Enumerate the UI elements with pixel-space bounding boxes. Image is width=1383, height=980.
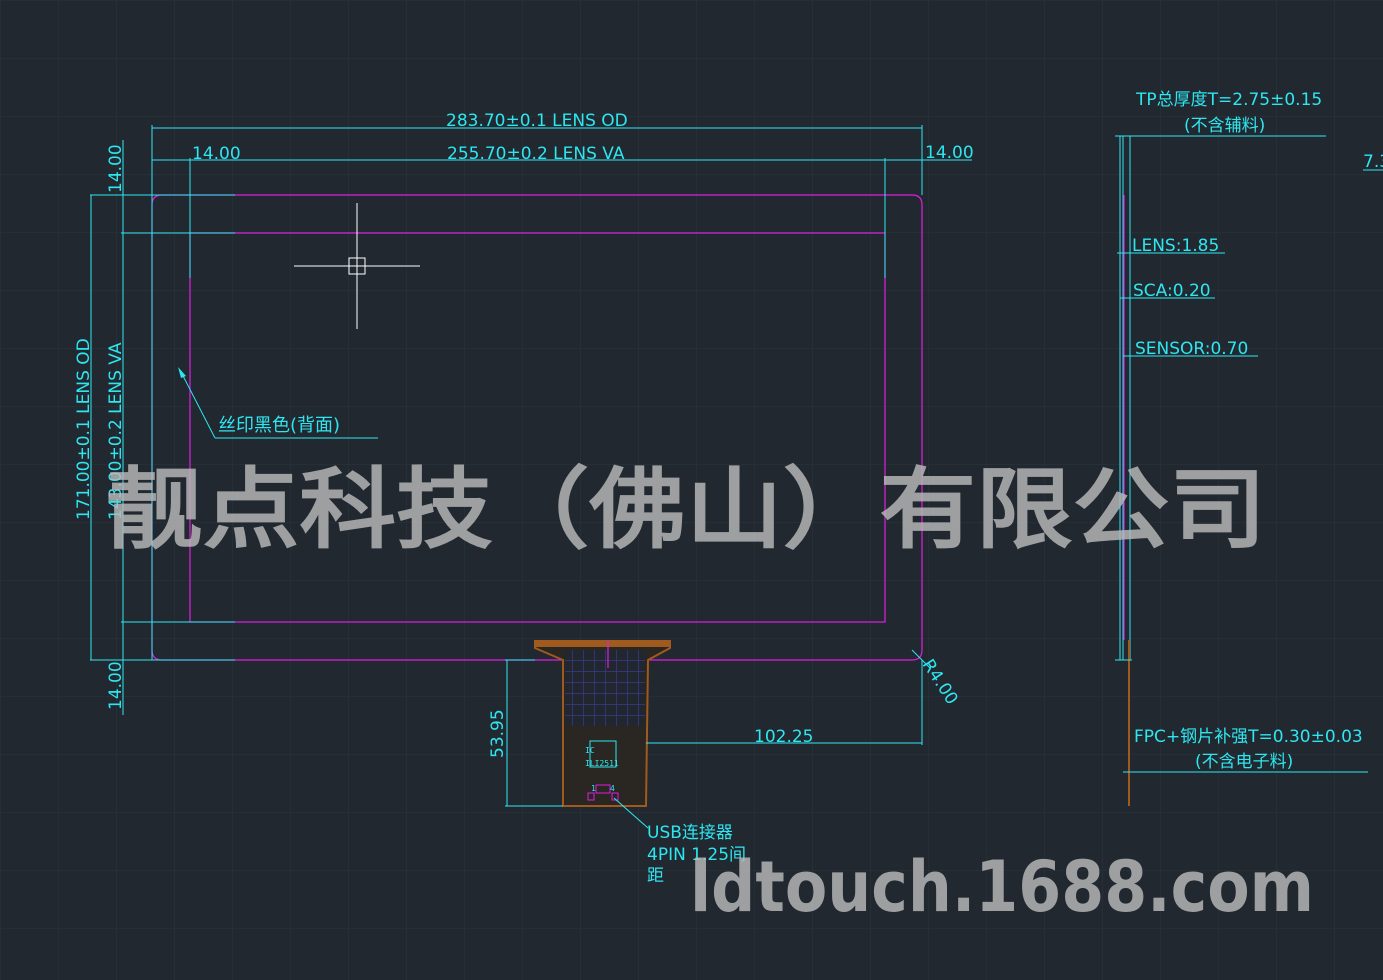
total-thickness-note: (不含辅料) [1184,116,1265,136]
ic-part-label: ILI2511 [585,759,619,768]
usb-spec-line2: 距 [647,866,664,886]
sensor-thickness-label: SENSOR:0.70 [1135,339,1248,359]
usb-pin-4-label: 4 [610,784,615,793]
lens-od-height-label: 171.00±0.1 LENS OD [74,338,94,520]
extension-lines [90,125,923,661]
usb-pin-1-label: 1 [591,784,596,793]
fpc-thickness-label: FPC+钢片补强T=0.30±0.03 [1134,727,1363,747]
crosshair-cursor-icon [294,203,420,329]
margin-top-label: 14.00 [106,144,126,193]
usb-connector-note: USB连接器 [647,823,733,843]
usb-leader [613,797,649,829]
lens-thickness-label: LENS:1.85 [1132,236,1219,256]
fpc-length-label: 53.95 [488,709,508,758]
lens-va-height-label: 143.00±0.2 LENS VA [106,342,126,520]
total-thickness-label: TP总厚度T=2.75±0.15 [1135,90,1322,110]
silk-print-note: 丝印黑色(背面) [218,415,340,436]
ic-label: IC [585,746,595,755]
fpc-tail: IC ILI2511 1 4 53.95 102.25 USB连接器 4PIN … [488,640,923,886]
silk-print-leader [179,369,216,439]
radius-leader [911,649,931,669]
fpc-trace-area [565,650,645,726]
margin-bottom-label: 14.00 [106,661,126,710]
usb-connector-body [595,784,611,794]
front-view: 283.70±0.1 LENS OD 255.70±0.2 LENS VA 14… [74,111,974,715]
lens-od-width-label: 283.70±0.1 LENS OD [446,111,628,131]
lens-va-outline [189,232,886,623]
fpc-offset-label: 102.25 [754,727,813,747]
margin-right-label: 14.00 [925,143,974,163]
lens-va-width-label: 255.70±0.2 LENS VA [447,144,625,164]
silk-print-arrow-icon [178,367,186,378]
fpc-thickness-note: (不含电子料) [1195,752,1293,772]
company-watermark: 靓点科技（佛山）有限公司 [106,458,1266,561]
website-watermark: ldtouch.1688.com [690,846,1314,928]
usb-pad-right [611,792,619,801]
usb-spec-line1: 4PIN 1.25间 [647,845,746,865]
fpc-stiffener [535,641,670,647]
margin-left-label: 14.00 [192,144,241,164]
sca-thickness-label: SCA:0.20 [1133,281,1211,301]
ic-chip [589,740,617,768]
cut-off-dimension: 7.3 [1363,152,1383,172]
side-view: TP总厚度T=2.75±0.15 (不含辅料) 7.3 LENS:1.85 SC… [1115,90,1383,806]
usb-pad-left [587,792,595,801]
